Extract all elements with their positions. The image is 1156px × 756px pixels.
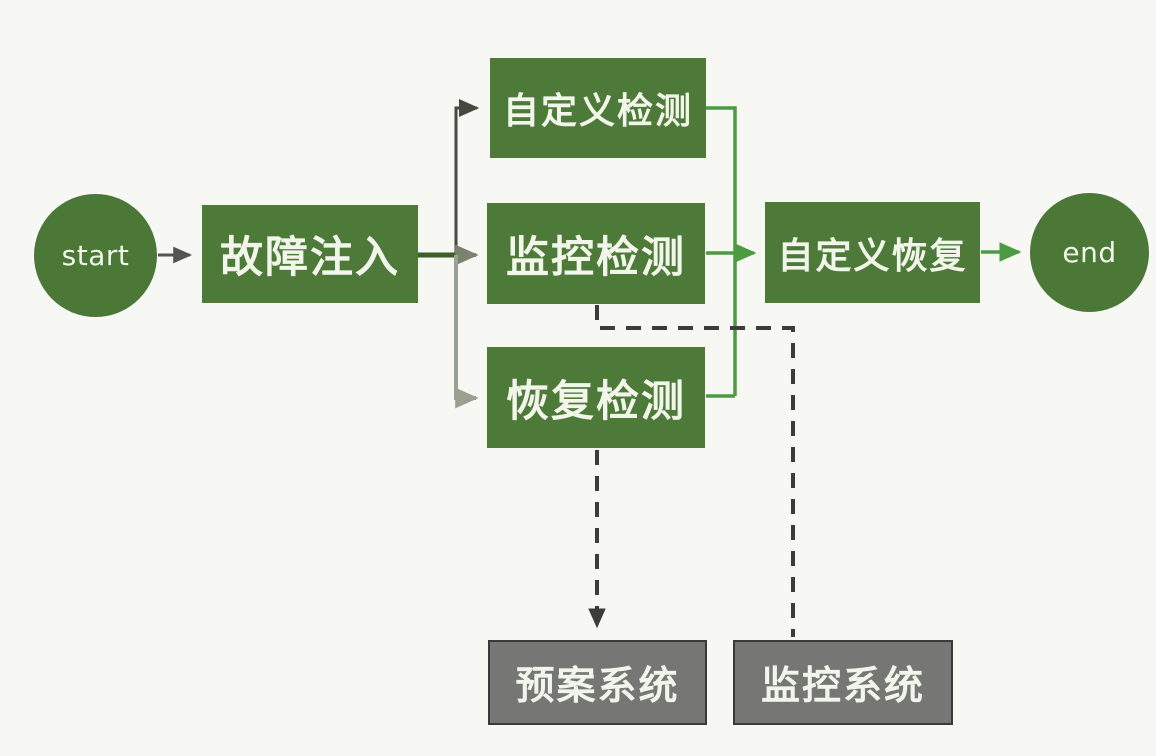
node-end: end xyxy=(1030,193,1149,312)
node-fault-injection: 故障注入 xyxy=(202,205,418,303)
edge-monitor-detection-to-monitor-system xyxy=(595,305,795,637)
node-monitor-detection: 监控检测 xyxy=(487,203,705,304)
edge-custom-detection-to-custom-recovery xyxy=(706,106,737,396)
node-custom-detection: 自定义检测 xyxy=(490,58,706,158)
node-recovery-detection: 恢复检测 xyxy=(487,347,705,448)
node-start: start xyxy=(34,194,157,317)
edge-fault-injection-to-custom-detection xyxy=(454,99,480,255)
edge-fault-injection-to-recovery-detection xyxy=(454,255,479,409)
node-custom-recovery: 自定义恢复 xyxy=(765,202,980,303)
node-monitor-system: 监控系统 xyxy=(733,640,953,725)
node-plan-system: 预案系统 xyxy=(488,640,707,725)
